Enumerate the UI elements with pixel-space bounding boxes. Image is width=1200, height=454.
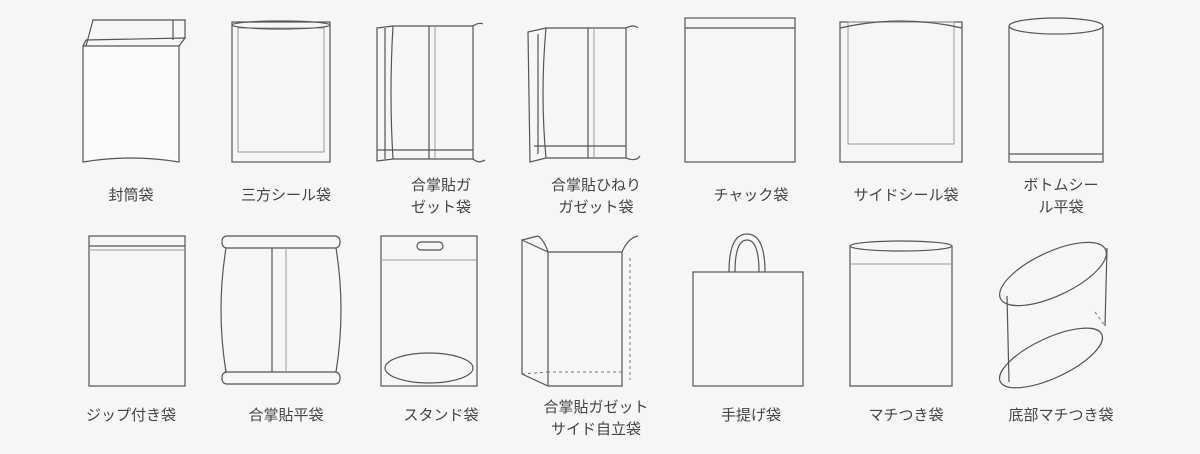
- center-seal-flat-bag-icon: [220, 235, 342, 385]
- bag-label: チャック袋: [713, 186, 789, 204]
- center-seal-gusset-bag-icon: [376, 22, 486, 163]
- bag-label: 三方シール袋: [240, 186, 331, 204]
- center-seal-gusset-side-standing-bag-icon: [521, 235, 639, 387]
- handle-bag-icon: [692, 233, 804, 387]
- gusset-bag-icon: [849, 240, 953, 387]
- bag-label: 合掌貼ガ ゼット袋: [410, 176, 471, 216]
- stand-up-bag-icon: [380, 235, 478, 387]
- zipper-bag-icon: [684, 17, 796, 163]
- bag-label: 底部マチつき袋: [1008, 406, 1114, 424]
- bottom-seal-flat-bag-icon: [1008, 17, 1104, 163]
- bottom-gusset-bag-icon: [998, 241, 1108, 389]
- bag-label: ボトムシー ル平袋: [1023, 176, 1099, 216]
- three-side-seal-bag-icon: [231, 20, 331, 163]
- side-seal-bag-icon: [839, 20, 963, 163]
- bag-label: スタンド袋: [403, 406, 479, 424]
- bag-label: 合掌貼平袋: [248, 406, 324, 424]
- bag-label: 封筒袋: [108, 186, 154, 204]
- center-seal-twist-gusset-bag-icon: [527, 25, 641, 163]
- bag-label: マチつき袋: [868, 406, 944, 424]
- bag-label: 合掌貼ひねり ガゼット袋: [550, 176, 641, 216]
- bag-label: サイドシール袋: [853, 186, 959, 204]
- bag-label: 手提げ袋: [720, 406, 781, 424]
- envelope-bag-icon: [82, 19, 187, 163]
- zip-lock-bag-icon: [88, 235, 186, 387]
- bag-label: ジップ付き袋: [85, 406, 176, 424]
- bag-label: 合掌貼ガゼット サイド自立袋: [543, 398, 649, 438]
